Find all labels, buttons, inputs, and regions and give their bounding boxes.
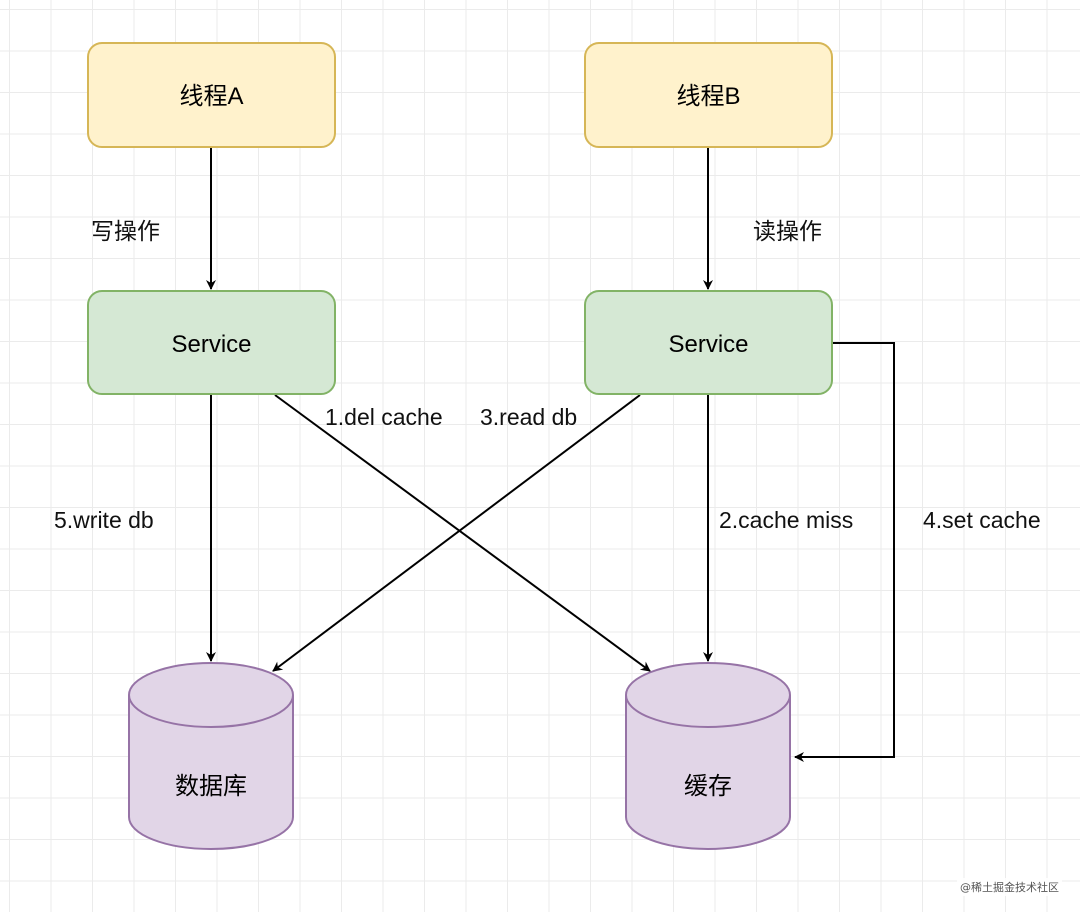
label-cache-miss: 2.cache miss (719, 507, 853, 533)
edge-service-b-to-database (272, 394, 641, 672)
watermark: @稀土掘金技术社区 (957, 878, 1062, 896)
label-write-db: 5.write db (54, 507, 154, 533)
node-database-label: 数据库 (175, 773, 247, 800)
node-service-b: Service (584, 290, 833, 395)
node-thread-a: 线程A (87, 42, 336, 148)
node-service-a: Service (87, 290, 336, 395)
node-thread-a-label: 线程A (179, 83, 243, 110)
node-service-b-label: Service (668, 331, 748, 358)
label-write-op: 写操作 (91, 218, 160, 244)
edge-service-b-set-cache (794, 342, 895, 762)
edge-service-a-to-cache (274, 394, 651, 672)
label-read-op: 读操作 (753, 218, 822, 244)
node-database: 数据库 (128, 662, 294, 850)
node-thread-b-label: 线程B (676, 83, 740, 110)
edges (206, 148, 895, 762)
node-cache: 缓存 (625, 662, 791, 850)
node-cache-label: 缓存 (684, 773, 732, 800)
node-thread-b: 线程B (584, 42, 833, 148)
label-read-db: 3.read db (480, 404, 577, 430)
label-del-cache: 1.del cache (325, 404, 443, 430)
label-set-cache: 4.set cache (923, 507, 1041, 533)
node-service-a-label: Service (171, 331, 251, 358)
